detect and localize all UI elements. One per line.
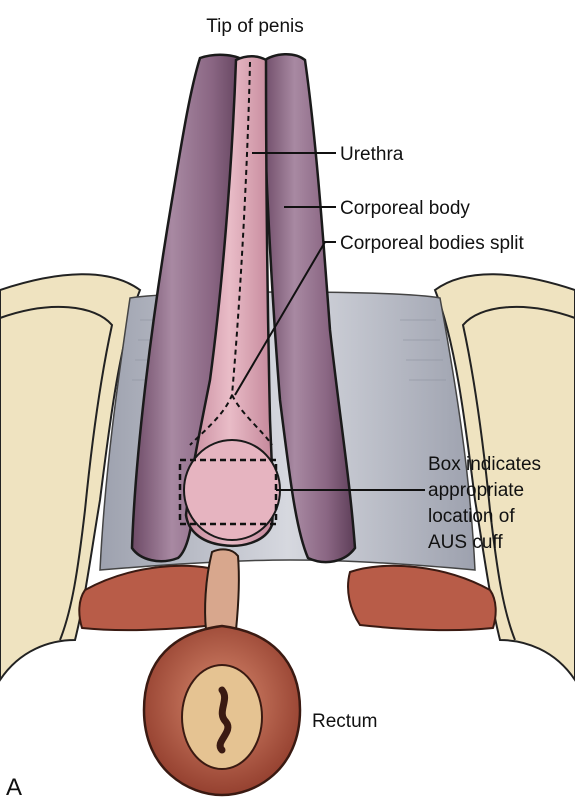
pelvic-bone-left xyxy=(0,273,142,682)
muscle-right xyxy=(347,564,497,632)
pelvic-bone-right xyxy=(433,273,575,682)
label-box-line4: AUS cuff xyxy=(428,532,503,553)
label-corporeal-bodies-split: Corporeal bodies split xyxy=(340,233,524,254)
urethra-dashed-path xyxy=(189,61,273,446)
label-urethra: Urethra xyxy=(340,144,404,165)
label-box-line1: Box indicates xyxy=(428,454,541,475)
corporeal-body-right xyxy=(260,53,357,564)
label-box-line2: appropriate xyxy=(428,480,524,501)
label-tip-of-penis: Tip of penis xyxy=(206,16,304,37)
panel-letter: A xyxy=(6,774,22,801)
rectum xyxy=(142,624,302,797)
urethra-spongiosum xyxy=(184,55,275,547)
label-box-line3: location of xyxy=(428,506,515,527)
leader-corporeal-split xyxy=(234,241,336,396)
central-tendon xyxy=(204,548,240,634)
label-rectum: Rectum xyxy=(312,711,377,732)
label-corporeal-body: Corporeal body xyxy=(340,198,470,219)
